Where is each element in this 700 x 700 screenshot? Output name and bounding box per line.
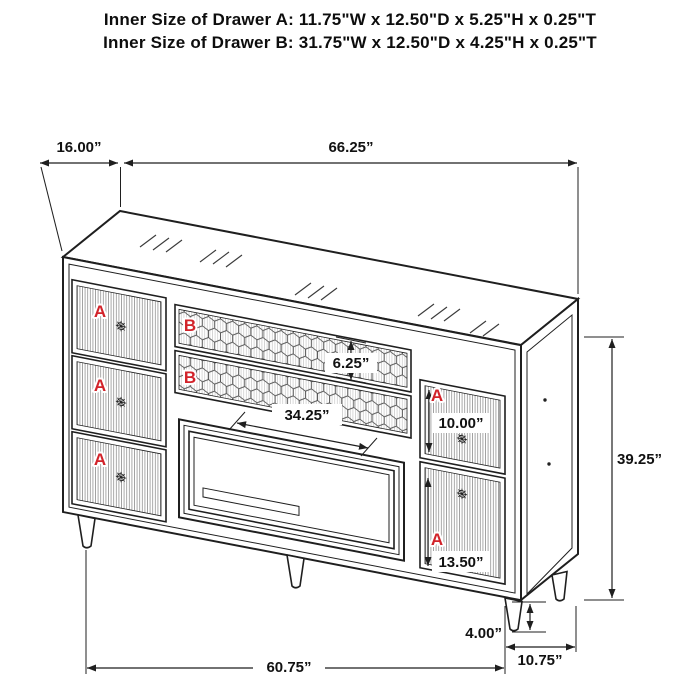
dim-drawer-b-height: 6.25”	[325, 336, 377, 384]
leg-front-right	[504, 596, 523, 632]
dim-overall-height-label: 39.25”	[617, 451, 662, 468]
drawer-b-inner-size: Inner Size of Drawer B: 31.75"W x 12.50"…	[103, 33, 597, 52]
dim-right-bottom-drawer-label: 13.50”	[438, 554, 483, 571]
dim-right-top-drawer-height: 10.00”	[425, 390, 489, 452]
dim-opening-width-label: 34.25”	[284, 407, 329, 424]
drawer-letter-labels: A A A B B A A	[92, 300, 445, 551]
dimensions: 16.00” 66.25” 39.25” 6.25”	[40, 138, 664, 678]
dim-overall-height: 39.25”	[584, 336, 664, 601]
dim-side-depth: 10.75”	[506, 606, 577, 671]
drawer-b-bottom	[174, 349, 412, 439]
label-b-bottom: B	[184, 368, 196, 387]
opening-shelf-slot	[202, 487, 300, 517]
dim-right-top-drawer-label: 10.00”	[438, 415, 483, 432]
label-a-right-top: A	[431, 386, 443, 405]
drawer-a-inner-size: Inner Size of Drawer A: 11.75"W x 12.50"…	[103, 10, 597, 29]
dim-top-width: 66.25”	[124, 138, 579, 294]
leg-front-left	[77, 513, 96, 549]
title-block: Inner Size of Drawer A: 11.75"W x 12.50"…	[0, 8, 700, 54]
dim-top-depth: 16.00”	[40, 138, 121, 252]
dim-top-depth-label: 16.00”	[56, 139, 101, 156]
dim-front-width: 60.75”	[85, 550, 506, 678]
label-a-left-top: A	[94, 302, 106, 321]
label-a-left-middle: A	[94, 376, 106, 395]
dim-drawer-b-height-label: 6.25”	[333, 355, 370, 372]
label-a-left-bottom: A	[94, 450, 106, 469]
dim-opening-width: 34.25”	[228, 404, 378, 457]
side-detail-dot-2	[547, 462, 551, 466]
dim-leg-height: 4.00”	[464, 601, 546, 644]
legs	[77, 513, 568, 632]
leg-back-right	[551, 570, 568, 602]
label-b-top: B	[184, 316, 196, 335]
dim-top-width-label: 66.25”	[328, 139, 373, 156]
drawer-a-left-bottom	[71, 430, 167, 523]
side-detail-dot-1	[543, 398, 547, 402]
wood-grain-marks	[139, 234, 500, 337]
leg-front-middle	[286, 553, 305, 589]
label-a-right-bottom: A	[431, 530, 443, 549]
media-opening	[178, 418, 405, 562]
dim-front-width-label: 60.75”	[266, 659, 311, 676]
side-panel	[520, 296, 579, 603]
drawer-a-left-middle	[71, 354, 167, 448]
dim-right-bottom-drawer-height: 13.50”	[424, 478, 490, 573]
drawer-a-left-top	[71, 278, 167, 372]
side-panel-inset	[526, 313, 573, 596]
dim-side-depth-label: 10.75”	[517, 652, 562, 669]
dim-leg-height-label: 4.00”	[465, 625, 502, 642]
